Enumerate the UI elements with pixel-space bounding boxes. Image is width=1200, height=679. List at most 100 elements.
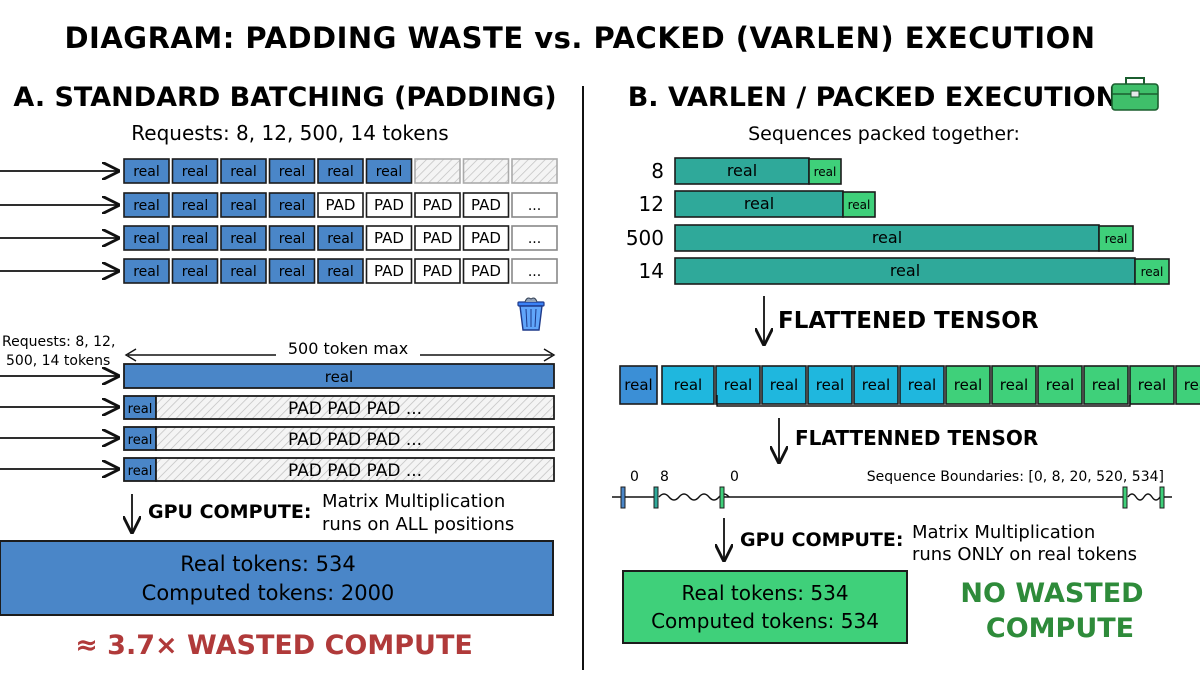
boundary-marker [653, 486, 659, 509]
token-cell-real [171, 225, 219, 251]
sequence-length-label: 14 [639, 259, 664, 283]
sequence-bar [674, 257, 1136, 285]
sequence-bar-label: real [872, 228, 902, 247]
sequence-tail-token [842, 191, 876, 218]
sequence-tail-token [1134, 258, 1170, 285]
token-cell-label: ... [528, 198, 541, 214]
long-real-row [123, 363, 555, 389]
token-cell-real [123, 258, 170, 284]
sequence-tail-label: real [814, 165, 837, 179]
gpu-compute-label: GPU COMPUTE: [148, 501, 311, 523]
token-cell-pad [414, 192, 461, 218]
token-cell-label: real [230, 264, 257, 280]
token-cell-label: real [279, 231, 306, 247]
diagram-title: DIAGRAM: PADDING WASTE vs. PACKED (VARLE… [64, 21, 1095, 55]
token-cell-label: real [133, 231, 160, 247]
pad-row-label: PAD PAD PAD ... [288, 399, 422, 419]
sequence-bar-label: real [890, 261, 920, 280]
token-cell-real [123, 225, 170, 251]
tensor-cell [661, 365, 715, 405]
boundary-tick-label: 0 [730, 469, 739, 485]
boundary-tick-label: 0 [630, 469, 639, 485]
flattened-tensor-label: FLATTENED TENSOR [778, 308, 1039, 334]
sequence-tail-label: real [848, 198, 871, 212]
compute-summary-box [622, 570, 908, 644]
requests-label-2-line2: 500, 14 tokens [6, 353, 110, 369]
tensor-cell-label: real [1046, 376, 1074, 394]
token-cell-label: PAD [374, 229, 404, 247]
no-waste-line1: NO WASTED [960, 578, 1143, 609]
grid-input-arrows [0, 171, 118, 271]
token-cell-real [123, 192, 170, 218]
tensor-cell [1037, 365, 1083, 405]
pad-row [155, 395, 555, 420]
boundary-marker [620, 486, 626, 509]
computed-tokens-label: Computed tokens: 534 [651, 609, 879, 633]
gpu-desc-line2: runs on ALL positions [322, 514, 514, 535]
tensor-cell [761, 365, 807, 405]
long-real-label: real [325, 368, 353, 386]
real-tokens-label: Real tokens: 534 [180, 552, 355, 576]
token-cell-real [220, 192, 267, 218]
token-cell-label: real [327, 231, 354, 247]
real-tokens-label: Real tokens: 534 [681, 581, 848, 605]
token-cell-real [317, 225, 364, 251]
token-cell-pad [462, 225, 510, 251]
token-cell-real [220, 158, 267, 184]
token-cell-real [171, 158, 219, 184]
token-cell-label: real [230, 231, 257, 247]
token-cell-real [268, 258, 316, 284]
boundary-squiggle [1127, 493, 1161, 501]
gpu-desc-line1: Matrix Multiplication [322, 491, 505, 512]
tensor-cell [1129, 365, 1175, 405]
no-waste-line2: COMPUTE [986, 613, 1134, 644]
max-length-label: 500 token max [288, 339, 408, 358]
token-cell-real [220, 258, 267, 284]
boundaries-label: Sequence Boundaries: [0, 8, 20, 520, 534… [867, 469, 1164, 485]
token-cell-label: real [182, 164, 209, 180]
tensor-cell-label: real [724, 376, 752, 394]
requests-label: Requests: 8, 12, 500, 14 tokens [131, 121, 448, 145]
toolbox-icon [1111, 77, 1159, 111]
token-cell-real [268, 158, 316, 184]
tensor-cell-label: real [770, 376, 798, 394]
packed-label: Sequences packed together: [748, 123, 1020, 145]
token-cell-label: real [182, 198, 209, 214]
sequence-length-label: 12 [639, 192, 664, 216]
boundary-squiggle [658, 493, 730, 501]
token-cell-label: PAD [326, 196, 356, 214]
tensor-cell [899, 365, 945, 405]
panel-b-heading: B. VARLEN / PACKED EXECUTION [628, 82, 1119, 113]
sequence-tail-label: real [1141, 265, 1164, 279]
requests-label-2-line1: Requests: 8, 12, [2, 334, 115, 350]
token-cell-label: real [279, 198, 306, 214]
token-cell-label: real [133, 264, 160, 280]
arrow-left-icon [124, 348, 137, 362]
sequence-length-label: 8 [651, 159, 664, 183]
token-cell-label: real [182, 264, 209, 280]
tensor-cell-label: real [954, 376, 982, 394]
compute-summary-box [0, 540, 554, 616]
token-cell-real [171, 258, 219, 284]
pad-row-label: PAD PAD PAD ... [288, 461, 422, 481]
short-real-label: real [128, 433, 153, 448]
pad-row-label: PAD PAD PAD ... [288, 430, 422, 450]
token-cell-label: PAD [423, 229, 453, 247]
token-cell-hatch [462, 158, 510, 184]
tensor-cell [807, 365, 853, 405]
token-cell-label: PAD [374, 196, 404, 214]
token-cell-hatch [511, 158, 558, 184]
arrow-right-icon [543, 348, 556, 362]
token-cell-real [268, 225, 316, 251]
gpu-desc-line1: Matrix Multiplication [912, 522, 1095, 543]
boundary-marker [1122, 486, 1128, 509]
sequence-length-label: 500 [626, 226, 664, 250]
tensor-cell [853, 365, 899, 405]
pad-row [155, 457, 555, 482]
sequence-bar-label: real [744, 194, 774, 213]
short-real-label: real [128, 464, 153, 479]
tensor-cell-label: real [674, 376, 702, 394]
token-cell-pad [414, 225, 461, 251]
